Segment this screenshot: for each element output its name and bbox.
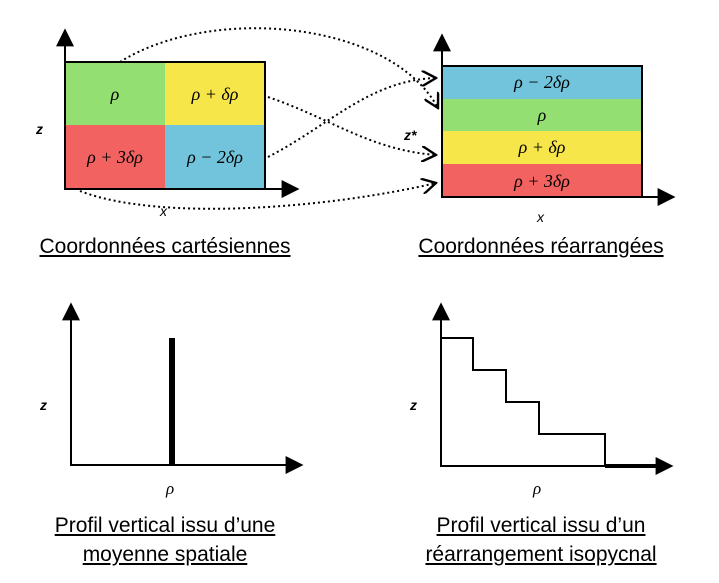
layer-2 bbox=[442, 99, 642, 131]
rearranged-caption: Coordonnées réarrangées bbox=[418, 235, 664, 258]
layer-1-label: ρ − 2δρ bbox=[513, 72, 570, 92]
arrow-red-to-layer-4 bbox=[79, 183, 436, 210]
cartesian-z-label: z bbox=[35, 121, 43, 137]
layer-2-label: ρ bbox=[537, 105, 547, 125]
mean-z-label: z bbox=[39, 397, 47, 413]
iso-profile-caption-line1: Profil vertical issu d’un bbox=[436, 514, 646, 537]
isopycnal-profile-panel: z ρ bbox=[409, 302, 674, 498]
mean-profile-panel: z ρ bbox=[39, 302, 304, 498]
rearranged-panel: ρ − 2δρ ρ ρ + δρ ρ + 3δρ z* x bbox=[403, 33, 676, 225]
cell-bottom-right bbox=[165, 125, 265, 189]
layer-3 bbox=[442, 131, 642, 164]
iso-x-label: ρ bbox=[532, 479, 541, 498]
cell-bottom-right-label: ρ − 2δρ bbox=[186, 147, 243, 167]
mean-profile-caption-line1: Profil vertical issu d’une bbox=[54, 514, 276, 537]
mean-profile-caption-line2: moyenne spatiale bbox=[82, 543, 248, 566]
iso-profile-staircase bbox=[441, 337, 660, 467]
cell-top-left-label: ρ bbox=[110, 84, 120, 104]
layer-1 bbox=[442, 66, 642, 99]
cartesian-panel: ρ ρ + δρ ρ + 3δρ ρ − 2δρ z x bbox=[35, 28, 300, 219]
iso-z-label: z bbox=[409, 397, 417, 413]
rearranged-x-label: x bbox=[536, 209, 545, 225]
arrow-green-to-layer-2 bbox=[119, 27, 438, 108]
rearranged-z-label: z* bbox=[403, 127, 417, 143]
layer-3-label: ρ + δρ bbox=[518, 137, 566, 157]
cell-bottom-left-label: ρ + 3δρ bbox=[86, 147, 143, 167]
arrow-blue-to-layer-1 bbox=[267, 78, 436, 158]
cell-top-right bbox=[165, 62, 265, 125]
layer-4-label: ρ + 3δρ bbox=[513, 171, 570, 191]
cartesian-caption: Coordonnées cartésiennes bbox=[39, 235, 291, 258]
cell-bottom-left bbox=[65, 125, 165, 189]
mapping-arrows bbox=[79, 27, 438, 210]
iso-profile-caption-line2: réarrangement isopycnal bbox=[425, 543, 657, 566]
cell-top-left bbox=[65, 62, 165, 125]
cartesian-x-label: x bbox=[159, 203, 168, 219]
mean-x-label: ρ bbox=[165, 479, 174, 498]
cell-top-right-label: ρ + δρ bbox=[191, 84, 239, 104]
arrow-yellow-to-layer-3 bbox=[267, 96, 436, 155]
layer-4 bbox=[442, 164, 642, 197]
